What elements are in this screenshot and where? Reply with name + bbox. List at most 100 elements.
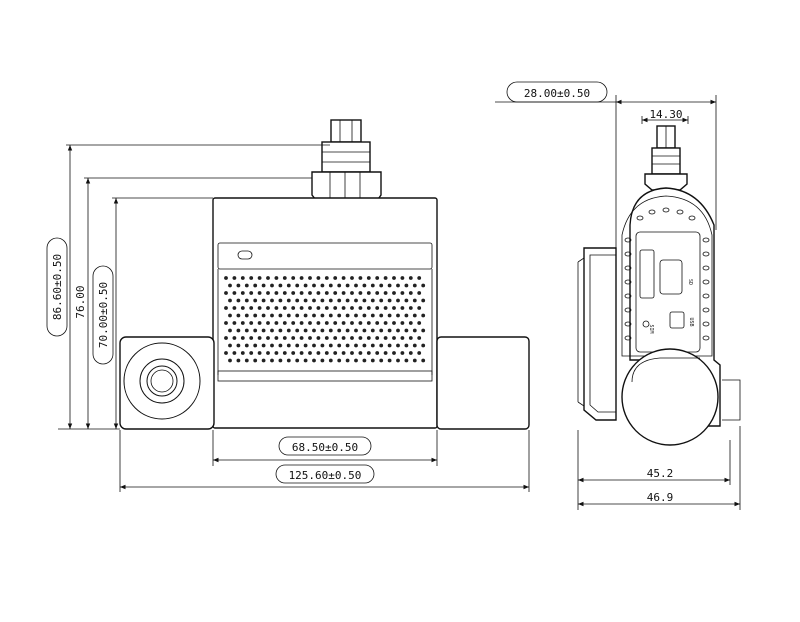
grille-hole <box>324 276 329 280</box>
grille-hole <box>421 283 426 288</box>
grille-hole <box>232 351 237 355</box>
depth-top-label: 28.00±0.50 <box>524 87 590 100</box>
usb-port-label: USB <box>688 317 694 326</box>
grille-hole <box>337 298 342 303</box>
grille-hole <box>224 276 228 280</box>
vent-hole <box>702 307 710 313</box>
grille-hole <box>316 291 321 295</box>
grille-hole <box>244 358 249 363</box>
vent-hole <box>662 207 670 213</box>
vent-hole <box>636 215 644 221</box>
vent-hole <box>702 237 710 243</box>
grille-hole <box>228 343 232 348</box>
grille-hole <box>345 313 350 318</box>
grille-hole <box>249 291 254 295</box>
vent-hole <box>702 279 710 285</box>
grille-hole <box>274 351 279 355</box>
grille-hole <box>224 336 228 340</box>
side-top-dimensions: 28.00±0.50 14.30 <box>495 81 717 270</box>
vent-hole <box>624 307 632 313</box>
width-overall-label: 125.60±0.50 <box>289 469 362 482</box>
grille-hole <box>295 328 300 333</box>
grille-hole <box>291 276 296 280</box>
grille-hole <box>392 321 396 325</box>
grille-hole <box>408 306 413 310</box>
grille-hole <box>350 336 354 340</box>
grille-hole <box>261 313 266 318</box>
grille-hole <box>316 321 321 325</box>
grille-hole <box>366 336 371 340</box>
grille-hole <box>228 313 232 318</box>
side-body: SD SIM USB <box>577 187 741 446</box>
grille-hole <box>350 351 354 355</box>
grille-hole <box>324 351 329 355</box>
grille-hole <box>291 291 296 295</box>
grille-hole <box>370 343 375 348</box>
sim-port-label: SIM <box>648 324 654 333</box>
grille-hole <box>392 291 396 295</box>
grille-hole <box>286 313 291 318</box>
grille-hole <box>228 298 232 303</box>
front-right-module <box>436 336 530 430</box>
grille-hole <box>261 298 266 303</box>
grille-hole <box>328 343 333 348</box>
grille-hole <box>286 343 291 348</box>
grille-hole <box>358 276 363 280</box>
grille-hole <box>244 328 249 333</box>
grille-hole <box>366 291 371 295</box>
grille-hole <box>375 321 380 325</box>
grille-hole <box>253 313 258 318</box>
grille-hole <box>291 321 296 325</box>
grille-hole <box>286 298 291 303</box>
grille-hole <box>358 291 363 295</box>
front-view: 86.60±0.50 76.00 70.00±0.50 68.50±0.50 1… <box>46 119 530 492</box>
grille-hole <box>253 283 258 288</box>
grille-hole <box>392 351 396 355</box>
vent-hole <box>688 215 696 221</box>
grille-hole <box>404 313 409 318</box>
grille-hole <box>387 343 392 348</box>
grille-hole <box>375 351 380 355</box>
grille-hole <box>354 343 358 348</box>
grille-hole <box>282 291 287 295</box>
grille-hole <box>232 336 237 340</box>
grille-hole <box>308 291 312 295</box>
grille-hole <box>337 283 342 288</box>
grille-hole <box>362 283 367 288</box>
speaker-grille <box>224 276 426 363</box>
grille-hole <box>244 343 249 348</box>
grille-hole <box>333 291 338 295</box>
side-vent-dots <box>624 207 710 341</box>
grille-hole <box>328 358 333 363</box>
grille-hole <box>421 328 426 333</box>
grille-hole <box>370 283 375 288</box>
grille-hole <box>412 298 417 303</box>
grille-hole <box>320 343 325 348</box>
grille-hole <box>266 351 270 355</box>
side-view: 28.00±0.50 14.30 <box>495 81 741 510</box>
grille-hole <box>366 351 371 355</box>
grille-hole <box>232 306 237 310</box>
grille-hole <box>320 313 325 318</box>
vent-hole <box>702 335 710 341</box>
grille-hole <box>383 336 388 340</box>
grille-hole <box>295 358 300 363</box>
height-overall-label: 86.60±0.50 <box>51 254 64 320</box>
status-led-icon <box>237 250 253 260</box>
grille-hole <box>417 351 422 355</box>
grille-hole <box>228 283 232 288</box>
grille-hole <box>417 291 422 295</box>
grille-hole <box>396 328 400 333</box>
grille-hole <box>404 358 409 363</box>
grille-hole <box>358 351 363 355</box>
grille-hole <box>282 321 287 325</box>
side-connector <box>644 125 688 191</box>
grille-hole <box>375 306 380 310</box>
grille-hole <box>295 283 300 288</box>
grille-hole <box>303 343 308 348</box>
height-body-tol-label: 70.00±0.50 <box>97 282 110 348</box>
grille-hole <box>286 358 291 363</box>
grille-hole <box>282 351 287 355</box>
grille-hole <box>308 351 312 355</box>
grille-hole <box>291 351 296 355</box>
